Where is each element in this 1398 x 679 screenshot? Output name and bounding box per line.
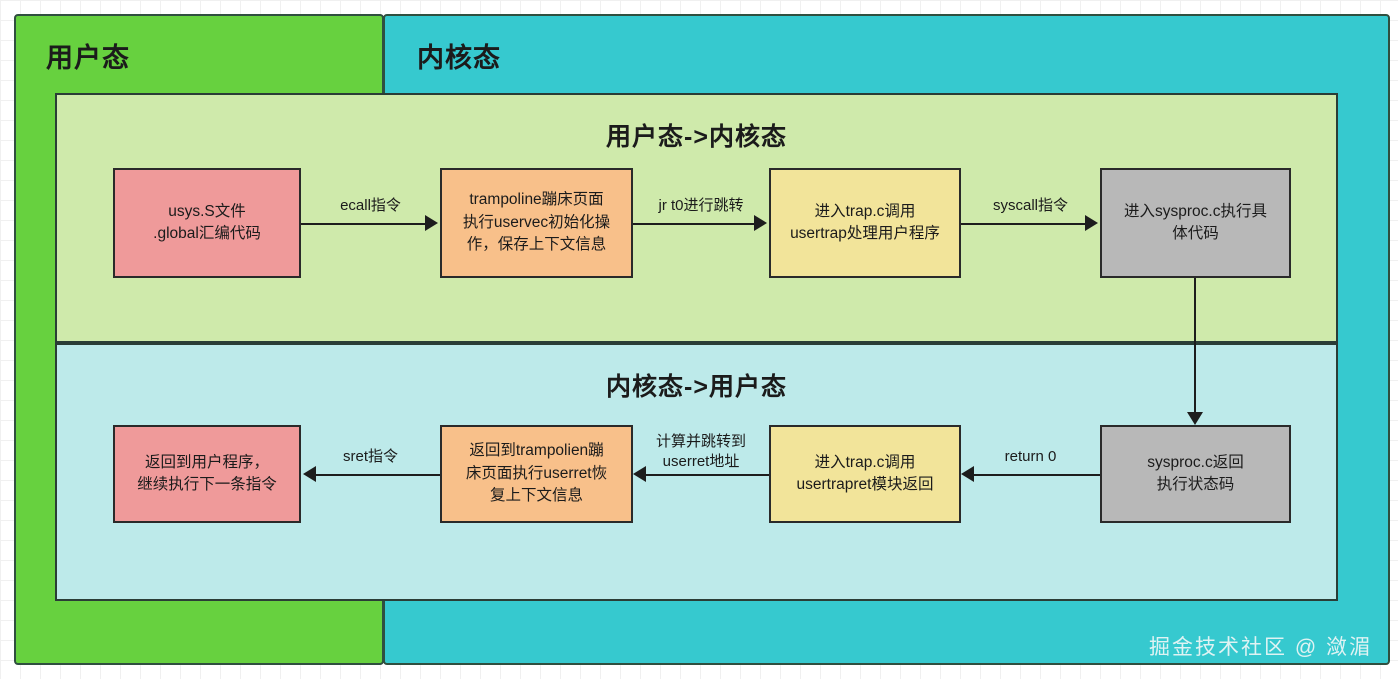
node-trampoline-uservec[interactable]: trampoline蹦床页面 执行uservec初始化操 作，保存上下文信息 <box>440 168 633 278</box>
node-usys-s[interactable]: usys.S文件 .global汇编代码 <box>113 168 301 278</box>
edge-label-jr-t0: jr t0进行跳转 <box>658 197 744 214</box>
edge-kernel-return-line <box>1194 278 1196 418</box>
edge-label-syscall: syscall指令 <box>992 197 1068 214</box>
node-return-user-program[interactable]: 返回到用户程序， 继续执行下一条指令 <box>113 425 301 523</box>
edge-syscall-arrowhead <box>1085 215 1098 231</box>
edge-ecall-arrowhead <box>425 215 438 231</box>
edge-sret-arrowhead <box>303 466 316 482</box>
node-sysproc-c-return[interactable]: sysproc.c返回 执行状态码 <box>1100 425 1291 523</box>
watermark-text: 掘金技术社区 @ 潋湄 <box>1149 636 1372 659</box>
edge-syscall-line <box>961 223 1085 225</box>
edge-jr-t0-arrowhead <box>754 215 767 231</box>
edge-ecall-line <box>301 223 425 225</box>
kernel-mode-title: 内核态 <box>417 43 501 73</box>
node-trap-c-usertrap[interactable]: 进入trap.c调用 usertrap处理用户程序 <box>769 168 961 278</box>
edge-return-zero-arrowhead <box>961 466 974 482</box>
node-trampoline-userret[interactable]: 返回到trampolien蹦 床页面执行userret恢 复上下文信息 <box>440 425 633 523</box>
edge-userret-addr-arrowhead <box>633 466 646 482</box>
node-trap-c-usertrapret[interactable]: 进入trap.c调用 usertrapret模块返回 <box>769 425 961 523</box>
edge-userret-addr-line <box>646 474 769 476</box>
edge-label-sret: sret指令 <box>342 448 398 465</box>
phase-title-user-to-kernel: 用户态->内核态 <box>606 123 787 151</box>
edge-label-return-zero: return 0 <box>1004 448 1057 465</box>
edge-return-zero-line <box>974 474 1100 476</box>
edge-label-userret-addr: 计算并跳转到 userret地址 <box>655 433 746 471</box>
edge-kernel-return-arrowhead <box>1187 412 1203 425</box>
edge-jr-t0-line <box>633 223 754 225</box>
node-sysproc-c-exec[interactable]: 进入sysproc.c执行具 体代码 <box>1100 168 1291 278</box>
edge-label-ecall: ecall指令 <box>340 197 401 214</box>
edge-sret-line <box>316 474 440 476</box>
phase-title-kernel-to-user: 内核态->用户态 <box>606 373 787 401</box>
user-mode-title: 用户态 <box>46 43 130 73</box>
